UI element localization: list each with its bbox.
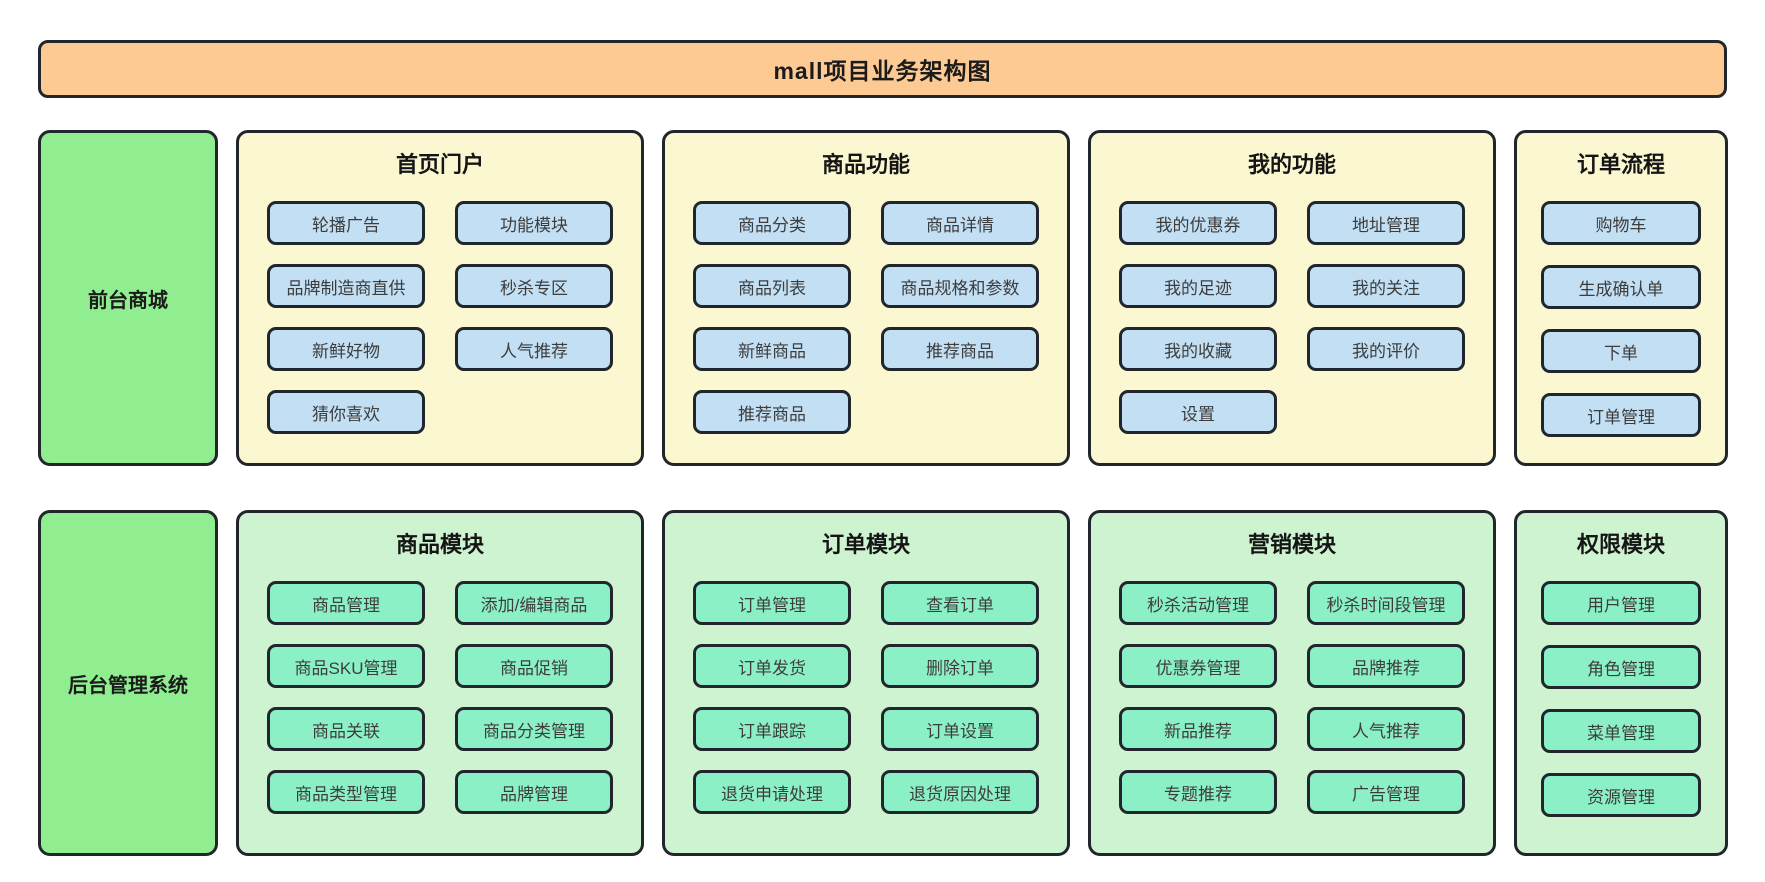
row-panels: 首页门户 轮播广告 功能模块 品牌制造商直供 秒杀专区 新鲜好物 人气推荐 猜你… — [236, 130, 1728, 466]
diagram-node: 菜单管理 — [1541, 709, 1701, 753]
panel-grid: 商品管理 添加/编辑商品 商品SKU管理 商品促销 商品关联 商品分类管理 商品… — [239, 581, 641, 814]
diagram-node: 商品管理 — [267, 581, 425, 625]
panel-grid: 购物车 生成确认单 下单 订单管理 — [1517, 201, 1725, 437]
diagram-node: 新品推荐 — [1119, 707, 1277, 751]
diagram-node: 优惠券管理 — [1119, 644, 1277, 688]
diagram-node: 品牌管理 — [455, 770, 613, 814]
diagram-node: 删除订单 — [881, 644, 1039, 688]
row-panels: 商品模块 商品管理 添加/编辑商品 商品SKU管理 商品促销 商品关联 商品分类… — [236, 510, 1728, 856]
panel-title: 营销模块 — [1247, 532, 1336, 557]
diagram-node: 我的收藏 — [1119, 327, 1277, 371]
diagram-rows: 前台商城 首页门户 轮播广告 功能模块 品牌制造商直供 秒杀专区 新鲜好物 人气… — [38, 130, 1728, 856]
panel-title: 我的功能 — [1247, 152, 1336, 177]
diagram-node: 人气推荐 — [1307, 707, 1465, 751]
diagram-node: 生成确认单 — [1541, 265, 1701, 309]
diagram-node: 商品分类管理 — [455, 707, 613, 751]
diagram-node: 设置 — [1119, 390, 1277, 434]
diagram-node: 猜你喜欢 — [267, 390, 425, 434]
diagram-node: 资源管理 — [1541, 773, 1701, 817]
panel-grid: 秒杀活动管理 秒杀时间段管理 优惠券管理 品牌推荐 新品推荐 人气推荐 专题推荐… — [1091, 581, 1493, 814]
sidebar-label: 前台商城 — [88, 289, 168, 312]
diagram-node: 订单发货 — [693, 644, 851, 688]
diagram-node: 订单设置 — [881, 707, 1039, 751]
diagram-node: 商品SKU管理 — [267, 644, 425, 688]
diagram-node: 专题推荐 — [1119, 770, 1277, 814]
diagram-node: 商品详情 — [881, 201, 1039, 245]
diagram-node: 我的足迹 — [1119, 264, 1277, 308]
diagram-node: 秒杀活动管理 — [1119, 581, 1277, 625]
panel-grid: 轮播广告 功能模块 品牌制造商直供 秒杀专区 新鲜好物 人气推荐 猜你喜欢 — [239, 201, 641, 434]
diagram-node: 推荐商品 — [881, 327, 1039, 371]
diagram-node: 退货申请处理 — [693, 770, 851, 814]
diagram-node: 商品列表 — [693, 264, 851, 308]
diagram-node: 我的优惠券 — [1119, 201, 1277, 245]
diagram-node: 我的评价 — [1307, 327, 1465, 371]
diagram-node: 商品规格和参数 — [881, 264, 1039, 308]
diagram-node: 功能模块 — [455, 201, 613, 245]
panel-grid: 我的优惠券 地址管理 我的足迹 我的关注 我的收藏 我的评价 设置 — [1091, 201, 1493, 434]
diagram-node: 秒杀专区 — [455, 264, 613, 308]
panel-grid: 用户管理 角色管理 菜单管理 资源管理 — [1517, 581, 1725, 817]
panel-title: 订单流程 — [1576, 152, 1665, 177]
diagram-node: 订单跟踪 — [693, 707, 851, 751]
diagram-node: 品牌制造商直供 — [267, 264, 425, 308]
diagram-node: 角色管理 — [1541, 645, 1701, 689]
diagram-node: 推荐商品 — [693, 390, 851, 434]
panel-title: 商品功能 — [821, 152, 910, 177]
panel: 首页门户 轮播广告 功能模块 品牌制造商直供 秒杀专区 新鲜好物 人气推荐 猜你… — [236, 130, 644, 466]
row-sidebar: 后台管理系统 — [38, 510, 218, 856]
panel-title: 订单模块 — [821, 532, 910, 557]
panel-grid: 订单管理 查看订单 订单发货 删除订单 订单跟踪 订单设置 退货申请处理 退货原… — [665, 581, 1067, 814]
panel: 我的功能 我的优惠券 地址管理 我的足迹 我的关注 我的收藏 我的评价 设置 — [1088, 130, 1496, 466]
diagram-node: 购物车 — [1541, 201, 1701, 245]
panel-title: 商品模块 — [395, 532, 484, 557]
panel: 订单流程 购物车 生成确认单 下单 订单管理 — [1514, 130, 1728, 466]
diagram-node: 人气推荐 — [455, 327, 613, 371]
panel: 权限模块 用户管理 角色管理 菜单管理 资源管理 — [1514, 510, 1728, 856]
diagram-node: 我的关注 — [1307, 264, 1465, 308]
diagram-title-banner: mall项目业务架构图 — [38, 40, 1727, 98]
diagram-title: mall项目业务架构图 — [773, 58, 992, 84]
diagram-node: 秒杀时间段管理 — [1307, 581, 1465, 625]
diagram-node: 下单 — [1541, 329, 1701, 373]
diagram-node: 订单管理 — [693, 581, 851, 625]
diagram-node: 新鲜好物 — [267, 327, 425, 371]
diagram-node: 用户管理 — [1541, 581, 1701, 625]
panel-title: 首页门户 — [395, 152, 484, 177]
panel: 订单模块 订单管理 查看订单 订单发货 删除订单 订单跟踪 订单设置 退货申请处… — [662, 510, 1070, 856]
diagram-node: 广告管理 — [1307, 770, 1465, 814]
diagram-node: 添加/编辑商品 — [455, 581, 613, 625]
diagram-node: 退货原因处理 — [881, 770, 1039, 814]
row-sidebar: 前台商城 — [38, 130, 218, 466]
panel-title: 权限模块 — [1576, 532, 1665, 557]
panel: 营销模块 秒杀活动管理 秒杀时间段管理 优惠券管理 品牌推荐 新品推荐 人气推荐… — [1088, 510, 1496, 856]
diagram-node: 商品分类 — [693, 201, 851, 245]
sidebar-label: 后台管理系统 — [68, 674, 188, 697]
diagram-node: 地址管理 — [1307, 201, 1465, 245]
diagram-node: 商品促销 — [455, 644, 613, 688]
backend-row: 后台管理系统 商品模块 商品管理 添加/编辑商品 商品SKU管理 商品促销 商品… — [38, 510, 1728, 856]
diagram-node: 品牌推荐 — [1307, 644, 1465, 688]
diagram-node: 轮播广告 — [267, 201, 425, 245]
diagram-node: 查看订单 — [881, 581, 1039, 625]
diagram-node: 订单管理 — [1541, 393, 1701, 437]
diagram-node: 新鲜商品 — [693, 327, 851, 371]
frontend-row: 前台商城 首页门户 轮播广告 功能模块 品牌制造商直供 秒杀专区 新鲜好物 人气… — [38, 130, 1728, 466]
panel: 商品功能 商品分类 商品详情 商品列表 商品规格和参数 新鲜商品 推荐商品 推荐… — [662, 130, 1070, 466]
architecture-diagram: mall项目业务架构图 前台商城 首页门户 轮播广告 功能模块 品牌制造商直供 … — [38, 40, 1728, 856]
diagram-node: 商品类型管理 — [267, 770, 425, 814]
panel: 商品模块 商品管理 添加/编辑商品 商品SKU管理 商品促销 商品关联 商品分类… — [236, 510, 644, 856]
panel-grid: 商品分类 商品详情 商品列表 商品规格和参数 新鲜商品 推荐商品 推荐商品 — [665, 201, 1067, 434]
diagram-node: 商品关联 — [267, 707, 425, 751]
